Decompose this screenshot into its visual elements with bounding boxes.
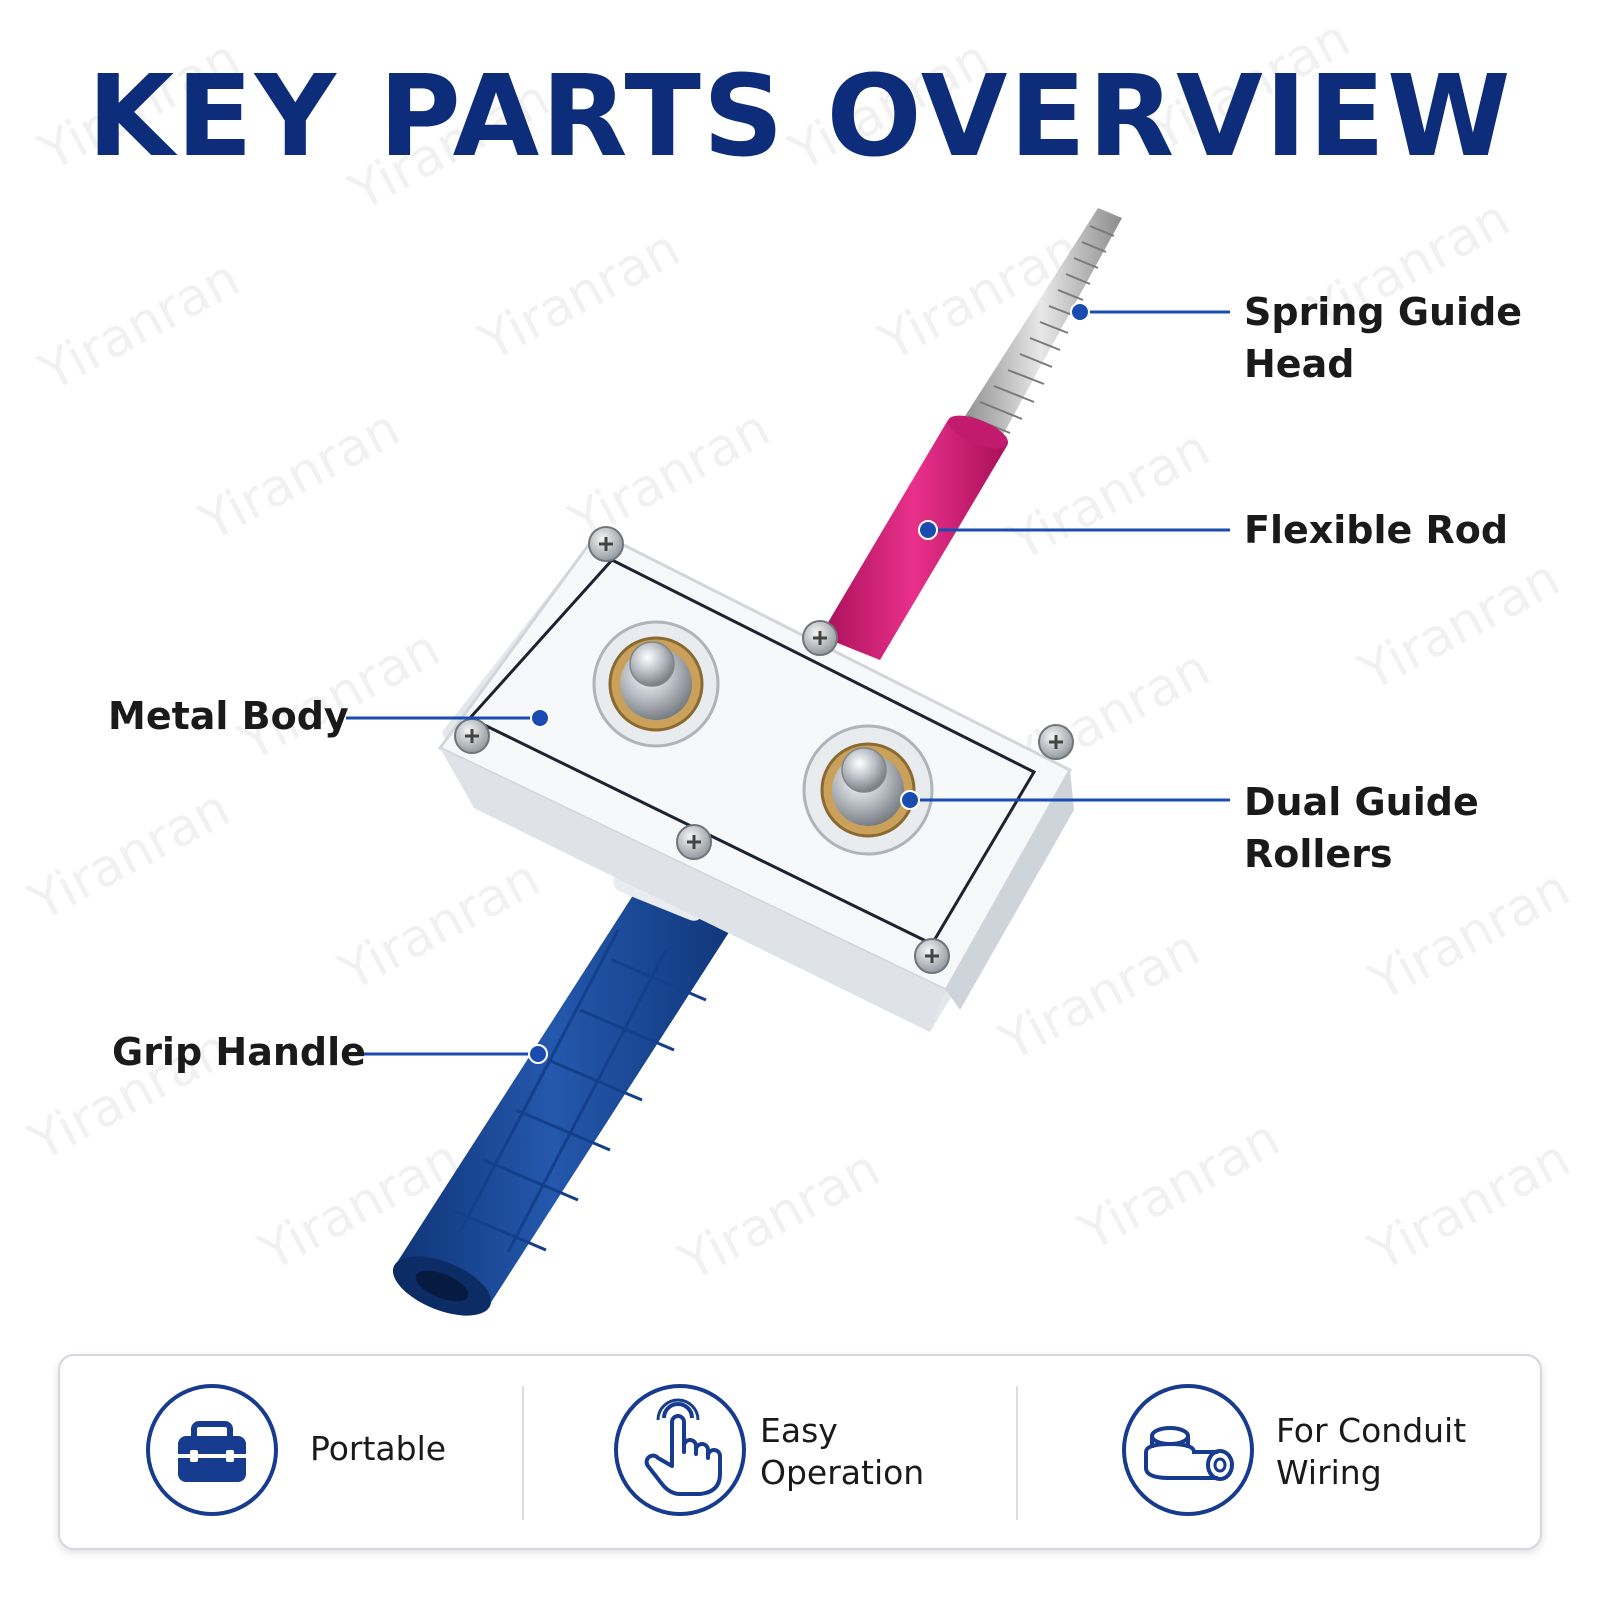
feature-label: Easy Operation <box>760 1411 925 1492</box>
callout-spring-guide-head: Spring Guide Head <box>1244 290 1523 386</box>
feature-divider <box>522 1386 524 1520</box>
tap-hand-icon <box>614 1384 746 1516</box>
callout-dual-guide-rollers: Dual Guide Rollers <box>1244 780 1479 876</box>
callout-lines <box>346 302 1230 1064</box>
spring-guide-head <box>960 208 1122 440</box>
feature-bar: Portable Easy Operation For Conduit Wiri… <box>58 1354 1542 1550</box>
feature-label: Portable <box>310 1429 447 1468</box>
callout-flexible-rod: Flexible Rod <box>1244 508 1509 552</box>
dual-guide-rollers <box>592 620 934 856</box>
metal-body <box>437 530 1074 1032</box>
feature-divider <box>1016 1386 1018 1520</box>
toolbox-icon <box>146 1384 278 1516</box>
page-title: KEY PARTS OVERVIEW <box>87 52 1513 182</box>
body-screws <box>454 526 1074 974</box>
feature-portable: Portable <box>60 1356 520 1548</box>
flexible-rod <box>820 415 1009 660</box>
conduit-roll-icon <box>1122 1384 1254 1516</box>
callout-metal-body: Metal Body <box>108 694 349 738</box>
feature-conduit-wiring: For Conduit Wiring <box>1020 1356 1540 1548</box>
feature-easy-operation: Easy Operation <box>526 1356 1016 1548</box>
feature-label: For Conduit Wiring <box>1276 1411 1467 1492</box>
callout-grip-handle: Grip Handle <box>112 1030 366 1074</box>
